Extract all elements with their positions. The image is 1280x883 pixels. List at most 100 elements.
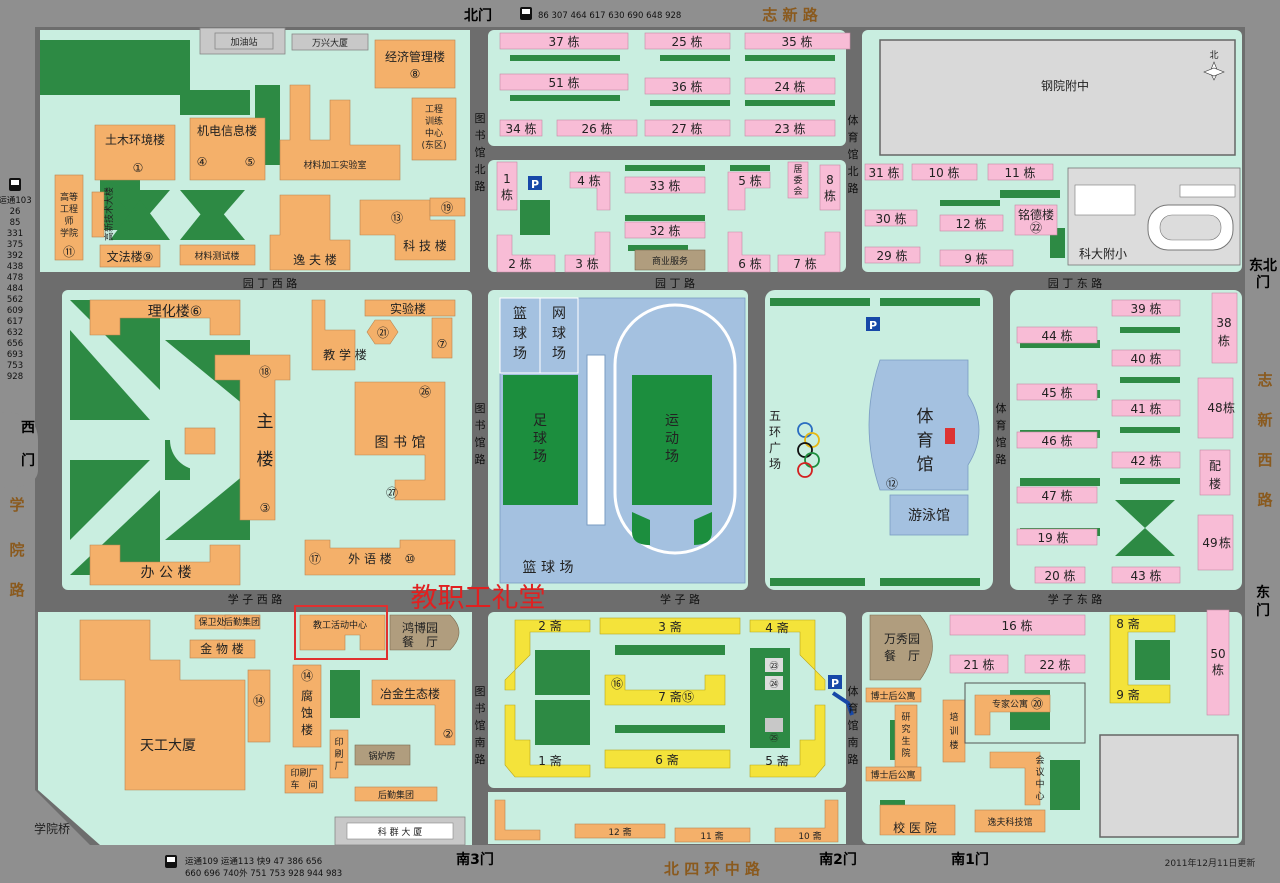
svg-text:④: ④	[197, 155, 208, 169]
svg-text:球: 球	[533, 431, 547, 447]
svg-text:39 栋: 39 栋	[1130, 301, 1161, 316]
west-bus-route: 693	[7, 350, 23, 360]
svg-text:栋: 栋	[824, 188, 836, 203]
svg-text:院: 院	[901, 747, 910, 759]
svg-text:北: 北	[1209, 50, 1218, 61]
ne-block: 钢院附中 北 31 栋 10 栋 11 栋 30 栋 12 栋 29 栋 9 栋…	[864, 39, 1241, 267]
west-bus-route: 运通103	[0, 195, 32, 206]
svg-text:㉒: ㉒	[1030, 221, 1042, 235]
svg-text:车 间: 车 间	[290, 779, 317, 791]
jiaogong-label: 教工活动中心	[313, 619, 367, 631]
svg-text:刷: 刷	[334, 749, 343, 760]
matlab-label: 材料加工实验室	[303, 159, 366, 171]
svg-text:东: 东	[1256, 584, 1270, 601]
svg-text:路: 路	[848, 182, 859, 195]
svg-text:楼: 楼	[301, 722, 313, 737]
svg-text:逸夫科技馆: 逸夫科技馆	[987, 816, 1032, 828]
svg-text:10 栋: 10 栋	[928, 165, 959, 180]
svg-text:门: 门	[21, 452, 35, 469]
svg-text:路: 路	[996, 453, 1007, 466]
svg-text:11 栋: 11 栋	[1004, 165, 1035, 180]
jiaoxue-label: 教 学 楼	[323, 347, 367, 362]
svg-text:场: 场	[552, 346, 566, 362]
north-gate-label: 北门	[464, 7, 492, 24]
svg-text:⑮: ⑮	[682, 690, 694, 704]
svg-text:47 栋: 47 栋	[1041, 488, 1072, 503]
svg-text:门: 门	[1256, 602, 1270, 619]
svg-text:4 栋: 4 栋	[577, 173, 600, 188]
svg-text:栋: 栋	[1219, 535, 1231, 550]
svg-text:8: 8	[826, 173, 834, 187]
annotation-label: 教职工礼堂	[411, 583, 546, 614]
svg-text:51 栋: 51 栋	[548, 75, 579, 90]
beijing-logo-icon	[945, 428, 955, 444]
svg-text:1: 1	[503, 172, 511, 186]
svg-text:41 栋: 41 栋	[1130, 401, 1161, 416]
svg-text:育: 育	[848, 130, 859, 144]
svg-text:⑭: ⑭	[301, 669, 313, 683]
svg-text:中: 中	[1035, 778, 1044, 790]
svg-text:19 栋: 19 栋	[1037, 530, 1068, 545]
svg-text:24 栋: 24 栋	[774, 79, 805, 94]
svg-text:志: 志	[1257, 371, 1272, 389]
sw-buildings: 保卫处 后勤集团 教工活动中心 鸿博园 餐 厅 教职工礼堂 金 物 楼 ⑭ 天工…	[34, 583, 546, 846]
svg-text:餐 厅: 餐 厅	[402, 634, 438, 649]
svg-text:印: 印	[334, 736, 343, 748]
svg-text:P: P	[869, 319, 877, 332]
svg-text:馆: 馆	[475, 145, 486, 159]
svg-text:5 栋: 5 栋	[738, 173, 761, 188]
swim-label: 游泳馆	[908, 508, 950, 524]
svg-text:会: 会	[1035, 754, 1044, 766]
svg-text:33 栋: 33 栋	[649, 178, 680, 193]
svg-text:44 栋: 44 栋	[1041, 328, 1072, 343]
svg-text:蚀: 蚀	[301, 706, 313, 720]
annotation-box	[294, 605, 388, 660]
svg-text:馆: 馆	[996, 435, 1007, 449]
svg-text:⑯: ⑯	[611, 677, 623, 691]
svg-text:7 斋: 7 斋	[658, 689, 681, 704]
svg-text:P: P	[531, 178, 539, 191]
south-bus-routes-1: 运通109 运通113 快9 47 386 656	[185, 856, 322, 867]
svg-text:铭德楼: 铭德楼	[1018, 207, 1054, 222]
svg-text:6 斋: 6 斋	[655, 752, 678, 767]
gates-streets: 北门 志 新 路 86 307 464 617 630 690 648 928 …	[0, 6, 1277, 879]
svg-text:4 斋: 4 斋	[765, 620, 788, 635]
yifu-label: 逸 夫 楼	[293, 252, 337, 267]
nw-buildings: 加油站 万兴大厦 经济管理楼 ⑧ 工程 训练 中心 (东区) 土木环境楼 ① 机…	[54, 27, 466, 271]
svg-text:馆: 馆	[475, 718, 486, 732]
svg-text:32 栋: 32 栋	[649, 223, 680, 238]
svg-text:3 栋: 3 栋	[575, 256, 598, 271]
svg-text:后勤集团: 后勤集团	[378, 789, 414, 801]
svg-text:8 斋: 8 斋	[1116, 616, 1139, 631]
svg-text:动: 动	[665, 431, 679, 447]
svg-text:餐 厅: 餐 厅	[884, 648, 920, 663]
svg-text:体: 体	[848, 684, 859, 698]
east-dorms: 39 栋 44 栋 40 栋 45 栋 41 栋 46 栋 42 栋 47 栋 …	[1016, 292, 1238, 584]
svg-text:㉖: ㉖	[419, 385, 431, 399]
svg-text:心: 心	[1035, 791, 1044, 802]
svg-text:馆: 馆	[917, 455, 934, 475]
svg-text:锅炉房: 锅炉房	[368, 750, 395, 762]
svg-text:新: 新	[1257, 411, 1272, 429]
west-bus-route: 632	[7, 328, 23, 338]
svg-text:馆: 馆	[475, 435, 486, 449]
wanxing-label: 万兴大厦	[312, 37, 348, 49]
svg-text:居: 居	[793, 164, 802, 175]
svg-text:(东区): (东区)	[421, 139, 446, 151]
svg-text:篮: 篮	[513, 306, 527, 322]
svg-text:环: 环	[769, 425, 781, 439]
svg-text:20 栋: 20 栋	[1044, 568, 1075, 583]
svg-text:保卫处: 保卫处	[198, 616, 225, 628]
svg-text:⑫: ⑫	[886, 477, 898, 491]
svg-text:研: 研	[901, 712, 910, 723]
svg-text:体: 体	[996, 401, 1007, 415]
svg-text:45 栋: 45 栋	[1041, 385, 1072, 400]
svg-text:广: 广	[769, 441, 781, 455]
svg-text:栋: 栋	[501, 187, 513, 202]
bus-icon	[520, 7, 532, 20]
civil-building-label: 土木环境楼	[105, 132, 165, 147]
svg-text:学: 学	[9, 496, 24, 514]
svg-text:西: 西	[1257, 451, 1272, 469]
sports-area: 篮 球 场 网 球 场 足 球 场 运 动 场 篮 球 场 五 环 广 场 P …	[499, 297, 980, 584]
svg-text:馆: 馆	[848, 147, 859, 161]
